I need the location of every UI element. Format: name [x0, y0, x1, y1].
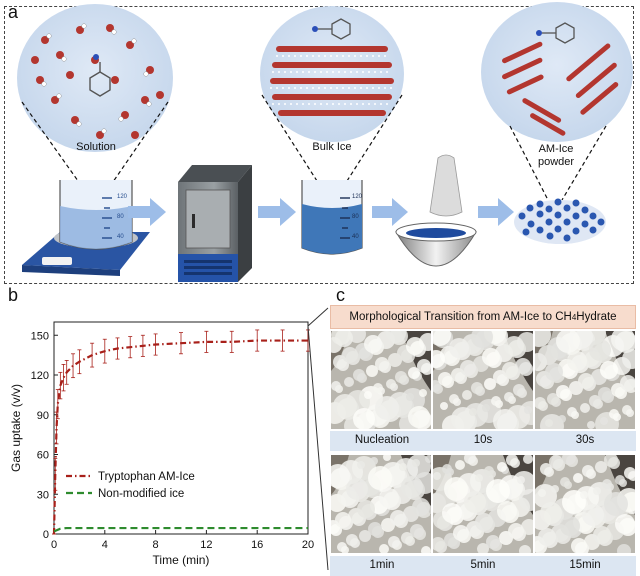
banner-suffix: Hydrate [576, 311, 617, 323]
y-tick-label: 150 [31, 330, 49, 342]
caption-band-row1 [330, 431, 636, 451]
legend-label-1: Non-modified ice [98, 488, 184, 500]
x-tick-label: 16 [251, 539, 263, 551]
x-tick-label: 0 [51, 539, 57, 551]
y-tick-label: 90 [37, 410, 49, 422]
x-tick-label: 20 [302, 539, 314, 551]
am-ice-powder [514, 198, 606, 244]
banner-subscript: 4 [571, 312, 577, 322]
am-ice-molecule-bubble [481, 2, 633, 142]
photo-10s [433, 331, 533, 429]
caption-1min: 1min [369, 559, 395, 571]
y-axis-label: Gas uptake (v/v) [9, 384, 23, 472]
y-tick-label: 60 [37, 450, 49, 462]
caption-10s: 10s [473, 434, 493, 446]
photo-5min [433, 455, 533, 553]
arrow-4 [478, 198, 514, 226]
bulk-ice-beaker [301, 180, 363, 255]
legend-label-0: Tryptophan AM-Ice [98, 471, 195, 483]
label-am-ice-line1: AM-Ice [538, 143, 574, 155]
mortar-and-pestle [395, 154, 477, 267]
beaker1-mark-40: 40 [117, 234, 124, 240]
banner-text: Morphological Transition from AM-Ice to … [349, 311, 572, 323]
label-am-ice-line2: powder [537, 156, 575, 168]
y-tick-label: 0 [43, 529, 49, 541]
caption-band-row2 [330, 556, 636, 576]
series-line-1 [53, 526, 308, 533]
panel-c-banner: Morphological Transition from AM-Ice to … [330, 305, 636, 329]
arrow-2 [258, 198, 296, 226]
beaker1-mark-120: 120 [117, 194, 128, 200]
solution-molecule-bubble [17, 4, 173, 152]
beaker1-graduations: 120 80 40 [117, 192, 127, 242]
beaker2-mark-80: 80 [352, 214, 359, 220]
y-tick-label: 30 [37, 489, 49, 501]
x-tick-label: 8 [153, 539, 159, 551]
x-tick-label: 4 [102, 539, 108, 551]
label-solution: Solution [76, 141, 116, 153]
panel-c-letter: c [336, 285, 345, 305]
caption-30s: 30s [575, 434, 595, 446]
panel-a-border [4, 6, 634, 284]
arrow-3 [372, 198, 408, 226]
freezer [178, 165, 252, 282]
plot-frame [53, 321, 309, 535]
beaker2-mark-120: 120 [352, 194, 363, 200]
photo-30s [535, 331, 635, 429]
label-am-ice: AM-Ice powder [528, 143, 584, 169]
photo-nucleation [331, 331, 431, 429]
panel-a-letter: a [8, 2, 19, 22]
arrow-1 [128, 198, 166, 226]
beaker2-graduations: 120 80 40 [352, 192, 362, 242]
photo-1min [331, 455, 431, 553]
caption-nucleation: Nucleation [354, 434, 410, 446]
label-bulk-ice: Bulk Ice [312, 141, 352, 153]
bulk-ice-bubble [260, 6, 404, 142]
beaker2-mark-40: 40 [352, 234, 359, 240]
panel-b-letter: b [8, 285, 19, 305]
y-tick-label: 120 [31, 370, 49, 382]
beaker1-mark-80: 80 [117, 214, 124, 220]
caption-15min: 15min [569, 559, 601, 571]
x-axis-label: Time (min) [153, 553, 210, 567]
x-tick-label: 12 [200, 539, 212, 551]
balance-with-beaker [22, 180, 150, 276]
photo-15min [535, 455, 635, 553]
zoom-connector [307, 307, 329, 571]
series-line-0 [52, 339, 308, 535]
panel-a-illustration [17, 2, 633, 282]
caption-5min: 5min [470, 559, 496, 571]
